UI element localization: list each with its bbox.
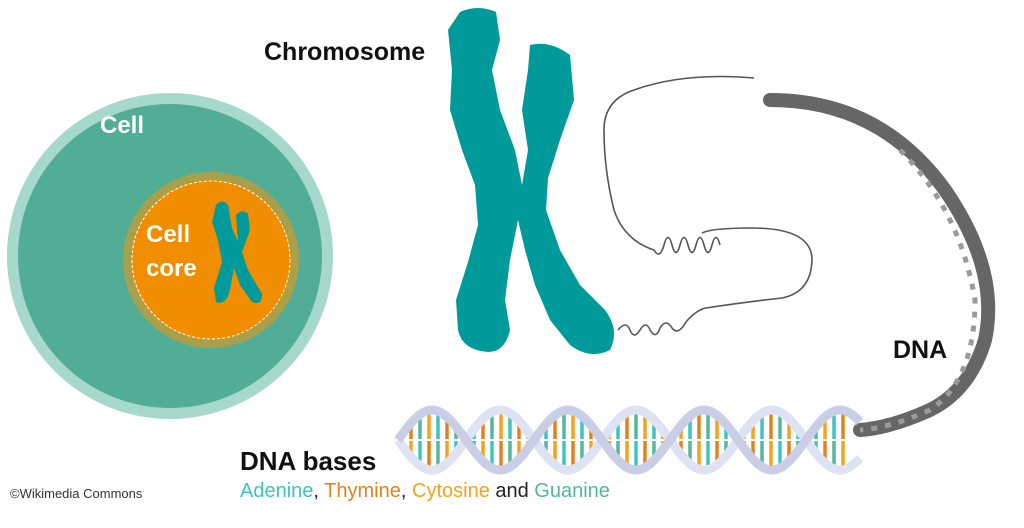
thymine-label: Thymine	[324, 480, 401, 502]
and-text: and	[489, 480, 535, 502]
helix-backbone	[394, 405, 864, 475]
guanine-label: Guanine	[534, 480, 610, 502]
cell-core-label: Cell core	[146, 218, 197, 286]
helix-backbone	[394, 405, 864, 475]
small-chromosome-icon	[212, 201, 262, 303]
chromosome-icon	[448, 8, 614, 354]
dna-label: DNA	[893, 336, 948, 364]
dna-double-helix	[394, 405, 864, 475]
separator: ,	[400, 480, 412, 502]
dna-fiber-highlight	[859, 148, 978, 433]
cell-core-label-line1: Cell	[146, 221, 191, 248]
cell-core-label-line2: core	[146, 255, 197, 282]
copyright-text: ©Wikimedia Commons	[10, 486, 143, 501]
cell-core-dashed-border	[131, 180, 291, 340]
chromosome-label: Chromosome	[264, 38, 426, 66]
adenine-label: Adenine	[240, 480, 314, 502]
dna-bases-label: DNA bases	[240, 446, 377, 476]
dna-fiber	[763, 93, 996, 437]
cytosine-label: Cytosine	[412, 480, 490, 502]
separator: ,	[313, 480, 325, 502]
cell-label: Cell	[100, 112, 145, 139]
bases-names: Adenine, Thymine, Cytosine and Guanine	[240, 480, 610, 503]
dna-strand-line	[603, 75, 813, 336]
